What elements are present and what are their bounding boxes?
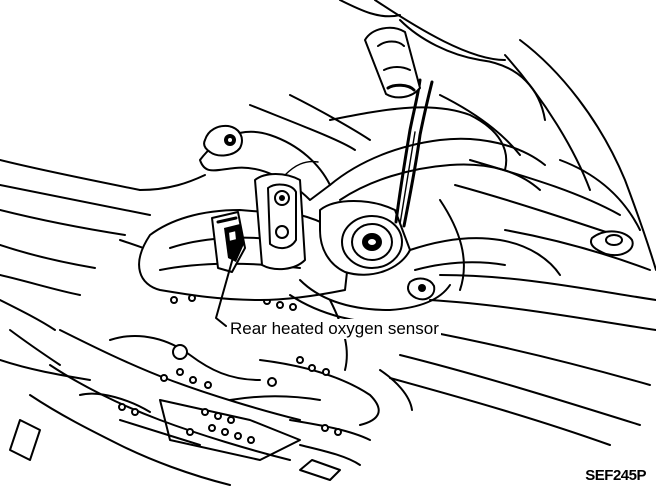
rear-heated-oxygen-sensor <box>319 200 436 301</box>
exhaust-heat-shield <box>138 124 351 301</box>
exhaust-flange <box>254 160 319 271</box>
callout-label-rear-heated-oxygen-sensor: Rear heated oxygen sensor <box>228 319 441 339</box>
exhaust-pipe <box>329 137 561 276</box>
figure-code: SEF245P <box>585 467 646 484</box>
upper-body-panel <box>249 0 546 171</box>
floor-panel-right <box>389 39 656 446</box>
sensor-bracket <box>211 211 246 273</box>
panel-holes <box>118 286 342 444</box>
underbody-lower-panel <box>9 299 413 486</box>
callout-leader-line <box>215 253 235 327</box>
sensor-harness <box>364 26 434 228</box>
